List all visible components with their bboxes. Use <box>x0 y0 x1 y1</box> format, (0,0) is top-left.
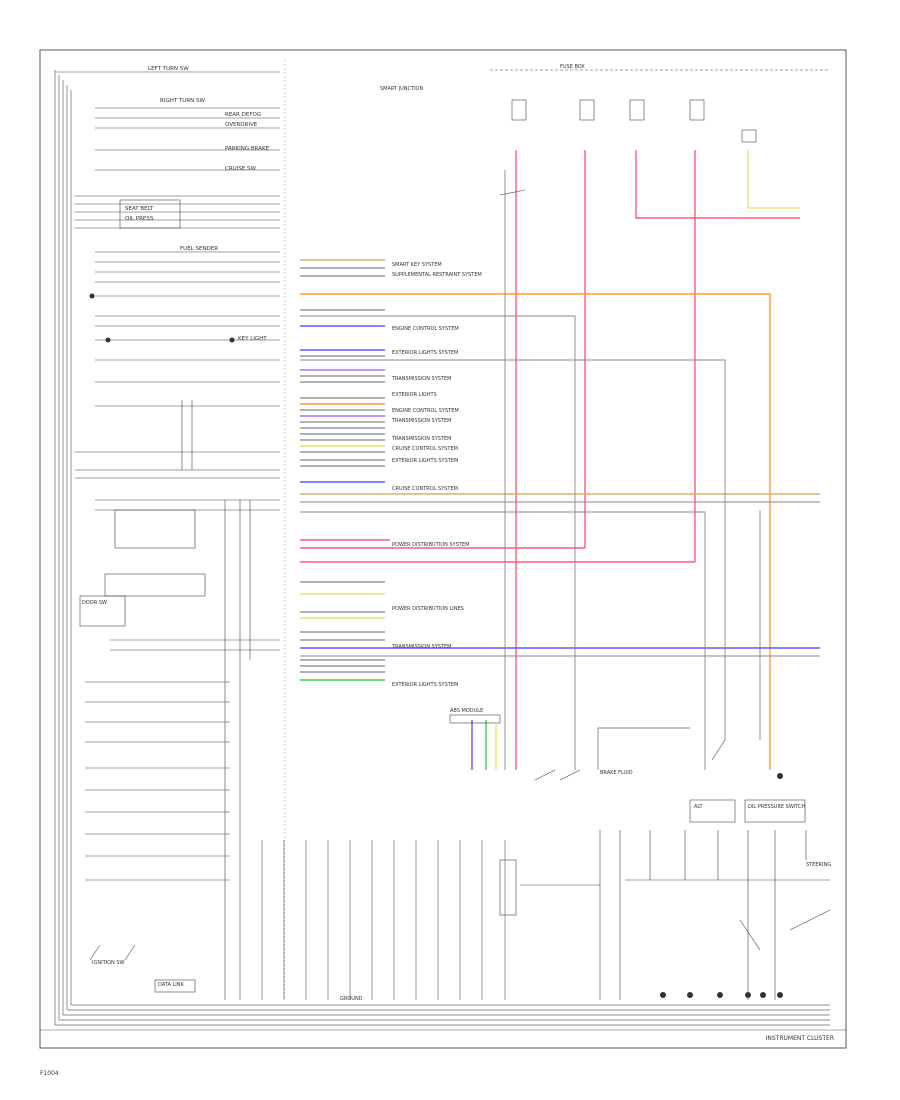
alt-label: ALT <box>694 804 703 810</box>
system-label: CRUISE CONTROL SYSTEM <box>392 446 458 452</box>
right-lower-module <box>499 830 831 1000</box>
system-label: TRANSMISSION SYSTEM <box>392 644 452 650</box>
diagram-border <box>39 49 847 1049</box>
parking-brake-label: PARKING BRAKE <box>225 146 270 152</box>
system-label: EXTERIOR LIGHTS SYSTEM <box>392 458 459 464</box>
rear-defog-label: REAR DEFOG <box>225 112 262 118</box>
gray-wires <box>300 170 820 770</box>
fuse-box-label: FUSE BOX <box>560 64 585 70</box>
left-turn-sw-label: LEFT TURN SW <box>148 66 189 72</box>
fuel-sender-label: FUEL SENDER <box>180 246 219 252</box>
key-light-label: KEY LIGHT <box>238 336 267 342</box>
ground-label: GROUND <box>340 996 363 1002</box>
system-label: EXTERIOR LIGHTS SYSTEM <box>392 682 459 688</box>
wire-yellow <box>747 150 800 209</box>
wire-pink-4 <box>635 150 800 219</box>
brake-fluid-label: BRAKE FLUID <box>600 770 633 776</box>
wire-orange <box>300 293 771 770</box>
sensors <box>449 714 807 860</box>
system-label: ENGINE CONTROL SYSTEM <box>392 408 459 414</box>
cruise-sw-label: CRUISE SW <box>225 166 256 172</box>
system-label: SMART KEY SYSTEM <box>392 262 442 268</box>
system-label: SUPPLEMENTAL RESTRAINT SYSTEM <box>392 272 482 278</box>
connector-pins <box>300 259 385 673</box>
system-label: EXTERIOR LIGHTS SYSTEM <box>392 350 459 356</box>
cluster-verticals <box>181 400 251 1000</box>
data-link-label: DATA LINK <box>158 982 184 988</box>
abs-module-label: ABS MODULE <box>450 708 484 714</box>
smart-junction-label: SMART JUNCTION <box>380 86 424 92</box>
door-sw-label: DOOR SW <box>82 600 107 606</box>
steering-label: STEERING <box>806 862 832 868</box>
diagram-footer-title: INSTRUMENT CLUSTER <box>765 1035 834 1042</box>
colored-wires <box>300 150 820 770</box>
system-label: CRUISE CONTROL SYSTEM <box>392 486 458 492</box>
oil-press-label: OIL PRESS <box>125 216 154 222</box>
overdrive-label: OVERDRIVE <box>225 122 258 128</box>
system-label: POWER DISTRIBUTION SYSTEM <box>392 542 470 548</box>
oil-pressure-switch-label: OIL PRESSURE SWITCH <box>748 804 806 810</box>
seat-belt-label: SEAT BELT <box>125 206 154 212</box>
ignition-sw-label: IGNITION SW <box>92 960 125 966</box>
left-components <box>79 199 206 993</box>
ground-points <box>89 293 783 998</box>
left-trunk <box>54 70 830 1026</box>
system-label: TRANSMISSION SYSTEM <box>392 418 452 424</box>
right-turn-sw-label: RIGHT TURN SW <box>160 98 205 104</box>
page-code: F1004 <box>40 1070 59 1077</box>
system-label: TRANSMISSION SYSTEM <box>392 436 452 442</box>
system-label: TRANSMISSION SYSTEM <box>392 376 452 382</box>
bottom-verticals <box>261 840 506 1000</box>
system-label: EXTERIOR LIGHTS <box>392 392 437 398</box>
left-section-wiring <box>55 71 280 881</box>
system-label: ENGINE CONTROL SYSTEM <box>392 326 459 332</box>
top-components <box>490 69 830 196</box>
system-label: POWER DISTRIBUTION LINES <box>392 606 464 612</box>
